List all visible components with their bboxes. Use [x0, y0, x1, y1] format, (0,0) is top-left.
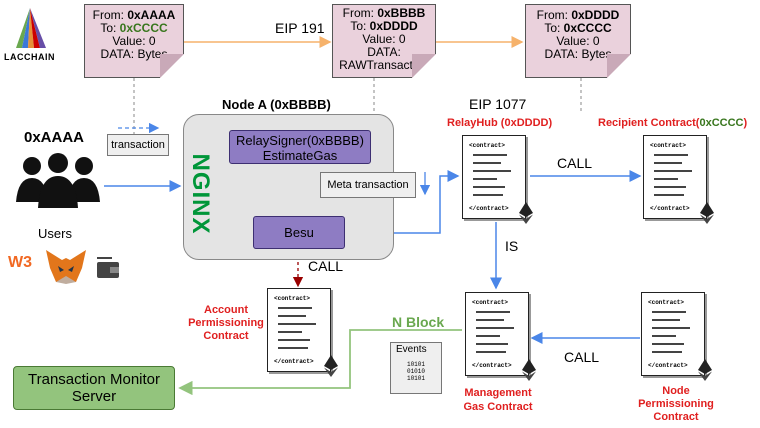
events-label: Events — [396, 344, 427, 355]
contract-text-line — [278, 315, 306, 317]
management-gas-label: Management Gas Contract — [463, 387, 533, 413]
contract-text-line — [654, 186, 686, 188]
contract-text-line — [473, 154, 507, 156]
node-permissioning-label: Node Permissioning Contract — [638, 385, 714, 423]
web3-icon: W3 — [8, 254, 32, 271]
events-doc: 10101 01010 10101 — [390, 342, 442, 394]
contract-text-line — [473, 170, 511, 172]
contract-text-line — [278, 331, 302, 333]
contract-text-line — [278, 339, 310, 341]
contract-text-line — [476, 327, 514, 329]
relayhub-contract: <contract> </contract> — [462, 135, 533, 224]
contract-text-line — [476, 351, 506, 353]
contract-text-line — [476, 343, 508, 345]
ethereum-icon — [522, 359, 536, 381]
call-besu-label: CALL — [308, 258, 344, 274]
arrow-nblock — [178, 329, 462, 396]
contract-text-line — [278, 307, 312, 309]
recipient-contract: <contract> </contract> — [643, 135, 714, 224]
meta-transaction-box: Meta transaction — [320, 172, 416, 198]
ethereum-icon — [519, 202, 533, 224]
label-node-a: Node A (0xBBBB) — [222, 97, 331, 112]
contract-text-line — [652, 327, 690, 329]
besu-box: Besu — [253, 216, 345, 249]
call-top-label: CALL — [557, 155, 593, 171]
user-address: 0xAAAA — [24, 129, 85, 146]
users-icon — [16, 153, 100, 208]
ethereum-icon — [324, 355, 338, 377]
contract-text-line — [473, 194, 503, 196]
node-permissioning-contract: <contract> </contract> — [641, 292, 712, 381]
account-permissioning-contract: <contract> </contract> — [267, 288, 338, 377]
transaction-monitor-box: Transaction Monitor Server — [13, 366, 175, 410]
account-permissioning-label: Account Permissioning Contract — [188, 304, 264, 342]
contract-text-line — [476, 335, 500, 337]
contract-text-line — [652, 311, 686, 313]
contract-text-line — [278, 323, 316, 325]
contract-text-line — [654, 178, 678, 180]
contract-text-line — [652, 343, 684, 345]
recipient-label: Recipient Contract(0xCCCC) — [598, 117, 748, 129]
contract-text-line — [473, 162, 501, 164]
users-label: Users — [38, 226, 72, 241]
wallet-icon — [97, 257, 119, 278]
transaction-box: transaction — [107, 134, 169, 156]
contract-text-line — [473, 178, 497, 180]
management-gas-contract: <contract> </contract> — [465, 292, 536, 381]
ethereum-icon — [698, 359, 712, 381]
tx-note-aaaa: From: 0xAAAA To: 0xCCCC Value: 0 DATA: B… — [84, 4, 184, 78]
logo: LACCHAIN — [4, 6, 55, 68]
contract-text-line — [473, 186, 505, 188]
tx-note-dddd: From: 0xDDDD To: 0xCCCC Value: 0 DATA: B… — [525, 4, 631, 78]
label-eip1077: EIP 1077 — [469, 96, 527, 112]
relay-signer-box: RelaySigner(0xBBBB) EstimateGas — [229, 130, 371, 164]
contract-text-line — [278, 347, 308, 349]
is-label: IS — [505, 238, 519, 254]
relayhub-label: RelayHub (0xDDDD) — [447, 117, 553, 129]
logo-text: LACCHAIN — [4, 52, 55, 62]
nginx-logo: NGINX — [187, 153, 214, 235]
n-block-label: N Block — [392, 314, 445, 330]
contract-text-line — [652, 351, 682, 353]
contract-text-line — [654, 170, 692, 172]
tx-note-bbbb: From: 0xBBBB To: 0xDDDD Value: 0 DATA: R… — [332, 4, 436, 78]
label-eip191: EIP 191 — [275, 20, 325, 36]
contract-text-line — [654, 162, 682, 164]
contract-text-line — [654, 194, 684, 196]
contract-text-line — [476, 311, 510, 313]
lacchain-logo-icon — [16, 8, 46, 48]
contract-text-line — [652, 319, 680, 321]
contract-text-line — [652, 335, 676, 337]
call-bottom-label: CALL — [564, 349, 600, 365]
metamask-fox-icon — [46, 250, 86, 284]
contract-text-line — [654, 154, 688, 156]
ethereum-icon — [700, 202, 714, 224]
contract-text-line — [476, 319, 504, 321]
